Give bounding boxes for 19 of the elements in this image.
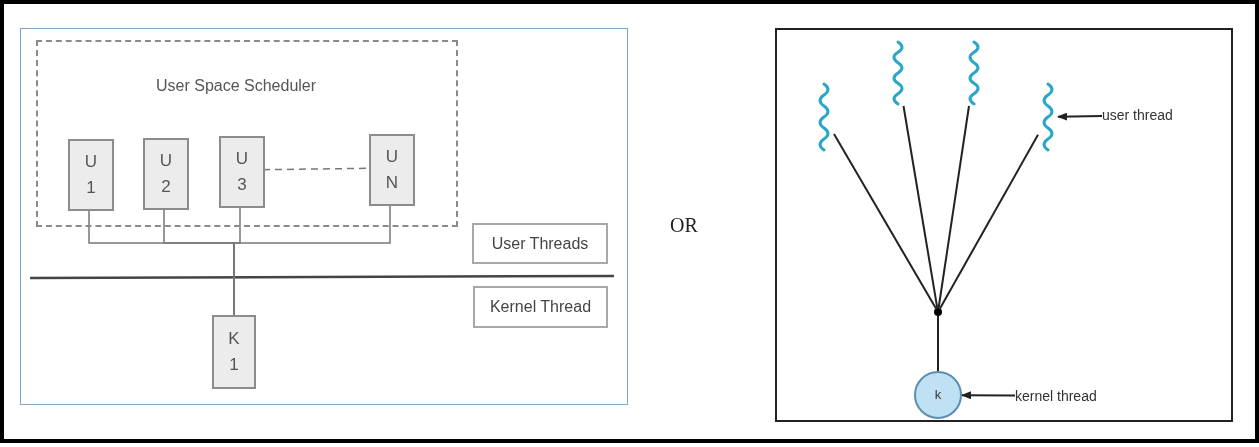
thread-box: U 1 <box>68 139 114 211</box>
connector-line <box>937 315 939 372</box>
thread-box: U 2 <box>143 138 189 210</box>
thread-box: U 3 <box>219 136 265 208</box>
thread-box: K 1 <box>212 315 256 389</box>
group-title: User Space Scheduler <box>156 76 317 96</box>
layer-label-box: User Threads <box>472 223 608 264</box>
connector-line <box>937 105 970 309</box>
thread-box: U N <box>369 134 415 206</box>
callout-text: user thread <box>1102 106 1198 124</box>
connector-line <box>833 133 937 310</box>
callout-text: kernel thread <box>1015 387 1125 405</box>
layer-label-box: Kernel Thread <box>473 286 608 328</box>
dashed-group-box <box>36 40 458 227</box>
arrow <box>1057 112 1103 121</box>
connector-line <box>939 133 1039 310</box>
or-text: OR <box>670 213 698 238</box>
connector-line <box>902 105 939 310</box>
arrow <box>961 391 1016 400</box>
